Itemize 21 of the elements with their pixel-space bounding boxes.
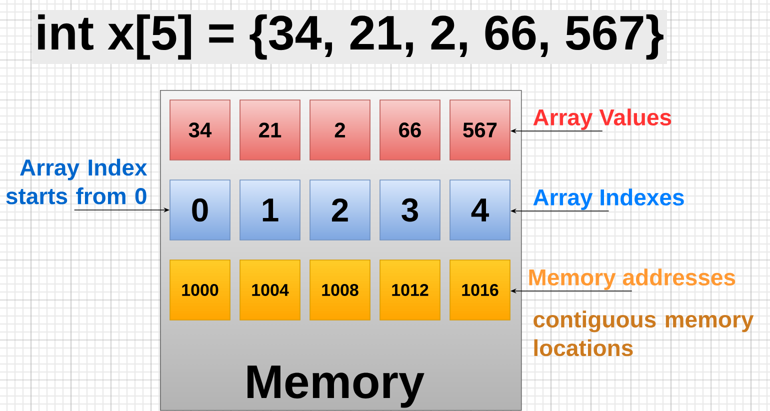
address-cell: 1012 (380, 260, 440, 320)
annotation-text: Array Indexes (533, 188, 684, 210)
address-cell: 1016 (450, 260, 510, 320)
address-cell: 1004 (240, 260, 300, 320)
note-text: contiguous memory locations (534, 310, 754, 356)
index-cell: 4 (450, 180, 510, 240)
value-cell: 21 (240, 100, 300, 160)
address-cell: 1000 (170, 260, 230, 320)
annotation-text: Array Index starts from 0 (6, 158, 148, 204)
value-cell: 34 (170, 100, 230, 160)
index-cell: 0 (170, 180, 230, 240)
annotation-text: Array Values (533, 108, 672, 130)
index-cell: 1 (240, 180, 300, 240)
value-cell: 66 (380, 100, 440, 160)
index-cell: 3 (380, 180, 440, 240)
value-cell: 2 (310, 100, 370, 160)
index-cell: 2 (310, 180, 370, 240)
value-cell: 567 (450, 100, 510, 160)
title: int x[5] = {34, 21, 2, 66, 567} (32, 10, 667, 64)
annotation-text: Memory addresses (529, 268, 736, 290)
address-cell: 1008 (310, 260, 370, 320)
